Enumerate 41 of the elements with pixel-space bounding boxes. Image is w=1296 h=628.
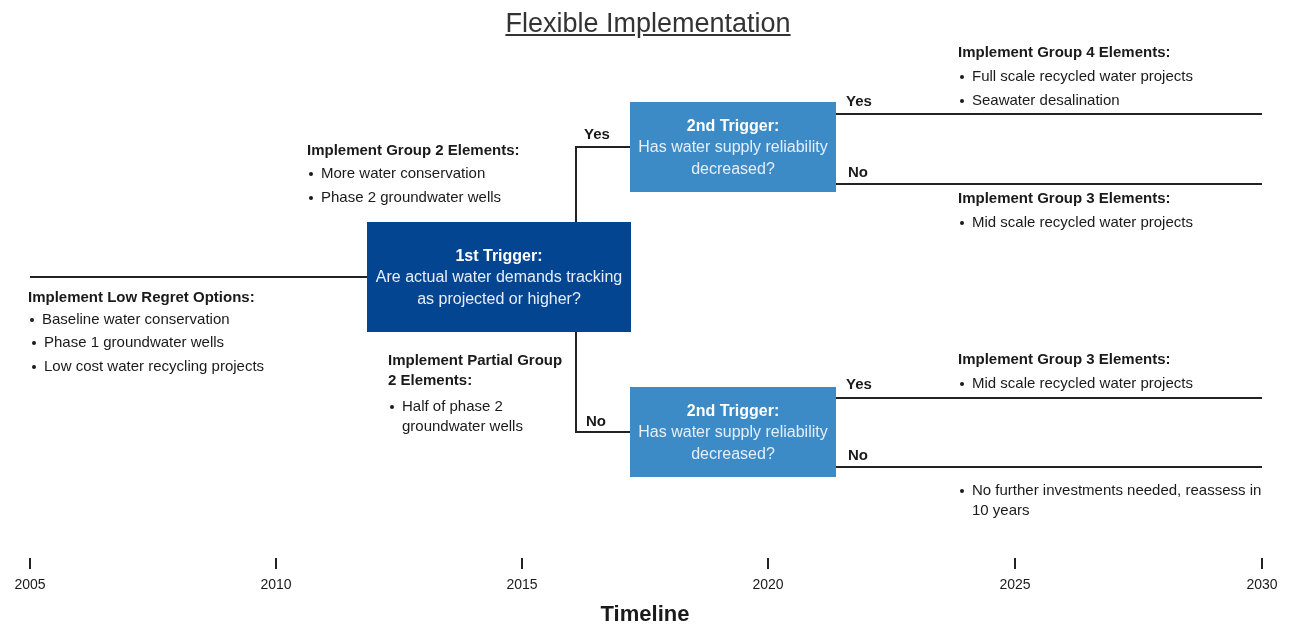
- option-heading: Implement Group 3 Elements:: [958, 349, 1171, 369]
- option-heading: Implement Group 2 Elements:: [307, 140, 520, 160]
- option-heading: Implement Low Regret Options:: [28, 287, 255, 307]
- bullet-item: Half of phase 2 groundwater wells: [388, 396, 572, 436]
- trigger-heading: 2nd Trigger:: [686, 115, 780, 136]
- decision-box: [630, 102, 836, 192]
- diagram-title: Flexible Implementation: [504, 7, 792, 40]
- year-label: 2030: [1245, 576, 1279, 592]
- bullet-item: Phase 2 groundwater wells: [307, 187, 502, 207]
- connector-line: [29, 276, 368, 278]
- bullet-item: Baseline water conservation: [28, 309, 230, 329]
- connector-line: [835, 183, 1263, 185]
- option-heading: Implement Group 4 Elements:: [958, 42, 1171, 62]
- bullet-item: Full scale recycled water projects: [958, 66, 1193, 86]
- connector-line: [575, 146, 631, 223]
- bullet-item: Low cost water recycling projects: [30, 356, 265, 376]
- bullet-item: Seawater desalination: [958, 90, 1120, 110]
- year-label: 2015: [505, 576, 539, 592]
- trigger-question: Has water supply reliability decreased?: [638, 136, 828, 179]
- decision-box: [630, 387, 836, 477]
- bullet-item: No further investments needed, reassess in 10 years: [958, 480, 1282, 520]
- option-heading: Implement Partial Group 2 Elements:: [388, 350, 563, 390]
- decision-box: [367, 222, 631, 332]
- connector-line: [835, 397, 1263, 399]
- bullet-item: Phase 1 groundwater wells: [30, 332, 225, 352]
- option-heading: Implement Group 3 Elements:: [958, 188, 1171, 208]
- axis-title: Timeline: [599, 600, 691, 628]
- bullet-item: Mid scale recycled water projects: [958, 212, 1193, 232]
- year-label: 2005: [13, 576, 47, 592]
- bullet-item: Mid scale recycled water projects: [958, 373, 1193, 393]
- trigger-question: Has water supply reliability decreased?: [638, 421, 828, 464]
- connector-line: [835, 113, 1263, 115]
- year-label: 2010: [259, 576, 293, 592]
- trigger-heading: 2nd Trigger:: [686, 400, 780, 421]
- connector-line: [575, 331, 631, 433]
- trigger-heading: 1st Trigger:: [455, 245, 543, 266]
- trigger-question: Are actual water demands tracking as projected or higher?: [375, 266, 623, 309]
- year-label: 2020: [751, 576, 785, 592]
- bullet-item: More water conservation: [307, 163, 486, 183]
- connector-line: [835, 466, 1263, 468]
- year-label: 2025: [998, 576, 1032, 592]
